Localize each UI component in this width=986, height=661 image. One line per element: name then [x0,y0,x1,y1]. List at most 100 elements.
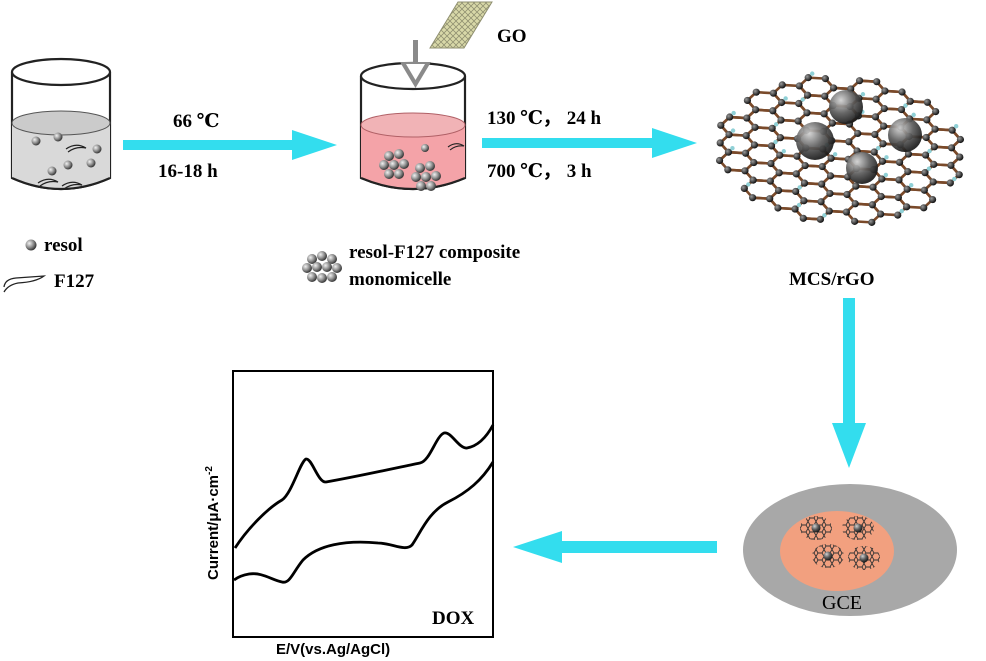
carbon-atom [947,144,956,152]
carbon-atom [842,208,851,216]
edge-atom [796,202,802,208]
edge-atom [800,97,805,102]
edge-atom [781,149,786,154]
carbon-atom [930,160,938,168]
carbon-atom [752,88,760,96]
carbon-atom [955,171,963,179]
flow-arrow-3 [832,298,866,468]
carbon-atom [920,204,928,212]
carbon-atom [741,167,749,175]
carbon-atom [855,77,864,85]
carbon-atom [895,176,903,184]
step1-temperature: 66 ℃ [173,111,220,132]
carbon-atom [775,169,783,177]
edge-atom [860,92,866,97]
carbon-atom [776,134,785,142]
carbon-atom [877,210,885,218]
carbon-atom [741,149,750,157]
carbon-atom [821,75,829,83]
step2-temperature: 130 ℃， 24 h [487,108,602,129]
mesoporous-carbon-sphere [888,118,922,152]
carbon-atom [799,214,807,222]
carbon-atom [894,211,902,219]
carbon-atom [881,87,889,95]
carbon-atom [852,182,860,190]
carbon-atom [769,89,777,97]
flow-arrow-2 [482,128,697,158]
edge-atom [731,110,736,116]
go-sheet-icon [429,1,493,49]
carbon-atom [743,114,751,122]
legend-composite-line1: resol-F127 composite [349,242,521,263]
carbon-atom [766,177,774,185]
edge-atom [730,146,735,151]
carbon-atom [851,200,859,208]
edge-atom [883,172,889,178]
carbon-atom [923,98,932,106]
carbon-atom [778,81,786,89]
mesoporous-carbon-sphere [846,152,878,184]
carbon-atom [800,197,808,205]
edge-atom [927,148,932,154]
gce-label: GCE [822,592,862,614]
edge-atom [822,213,827,218]
micelle-cluster-right [411,161,441,191]
carbon-atom [898,88,906,96]
carbon-atom [801,161,809,170]
step1-duration: 16-18 h [158,161,218,182]
carbon-atom [767,159,775,168]
edge-atom [876,145,881,151]
carbon-atom [776,151,784,159]
carbon-atom [851,217,859,225]
edge-atom [773,139,778,145]
edge-atom [952,176,957,182]
carbon-atom [793,152,801,160]
mcs-rgo-structure [715,71,965,226]
legend-f127-label: F127 [54,271,95,292]
carbon-atom [821,92,829,100]
carbon-atom [769,107,777,115]
step2-anneal: 700 ℃， 3 h [487,161,592,182]
edge-atom [730,128,736,133]
edge-atom [783,96,788,101]
edge-atom [911,112,916,118]
carbon-atom [903,185,911,193]
carbon-atom [768,124,776,132]
carbon-atom [777,116,785,124]
down-arrow-icon [400,40,431,88]
carbon-atom [829,84,838,92]
carbon-atom [818,162,826,171]
carbon-atom [921,151,930,159]
carbon-atom [878,157,887,165]
carbon-atom [791,205,799,213]
carbon-atom [871,130,879,139]
carbon-atom [894,193,902,202]
carbon-atom [956,135,965,144]
carbon-atom [870,148,878,156]
edge-atom [810,71,815,76]
cv-plot-frame [232,370,494,638]
carbon-atom [878,175,886,183]
carbon-atom [724,148,733,156]
carbon-atom [816,215,825,223]
carbon-atom [794,117,802,125]
carbon-atom [872,95,880,103]
edge-atom [909,183,914,188]
carbon-atom [792,170,800,178]
edge-atom [953,124,959,129]
edge-atom [884,155,889,160]
carbon-atom [903,203,911,211]
carbon-atom [752,106,760,114]
go-label: GO [497,26,527,47]
carbon-atom [946,179,954,187]
carbon-atom [800,179,809,187]
gce-electrode [743,484,957,616]
carbon-atom [725,131,733,139]
carbon-atom [871,113,880,121]
carbon-atom [748,194,757,202]
carbon-atom [921,169,929,177]
product-label: MCS/rGO [789,269,875,290]
carbon-atom [877,192,885,201]
carbon-atom [869,183,877,191]
edge-atom [899,208,904,214]
